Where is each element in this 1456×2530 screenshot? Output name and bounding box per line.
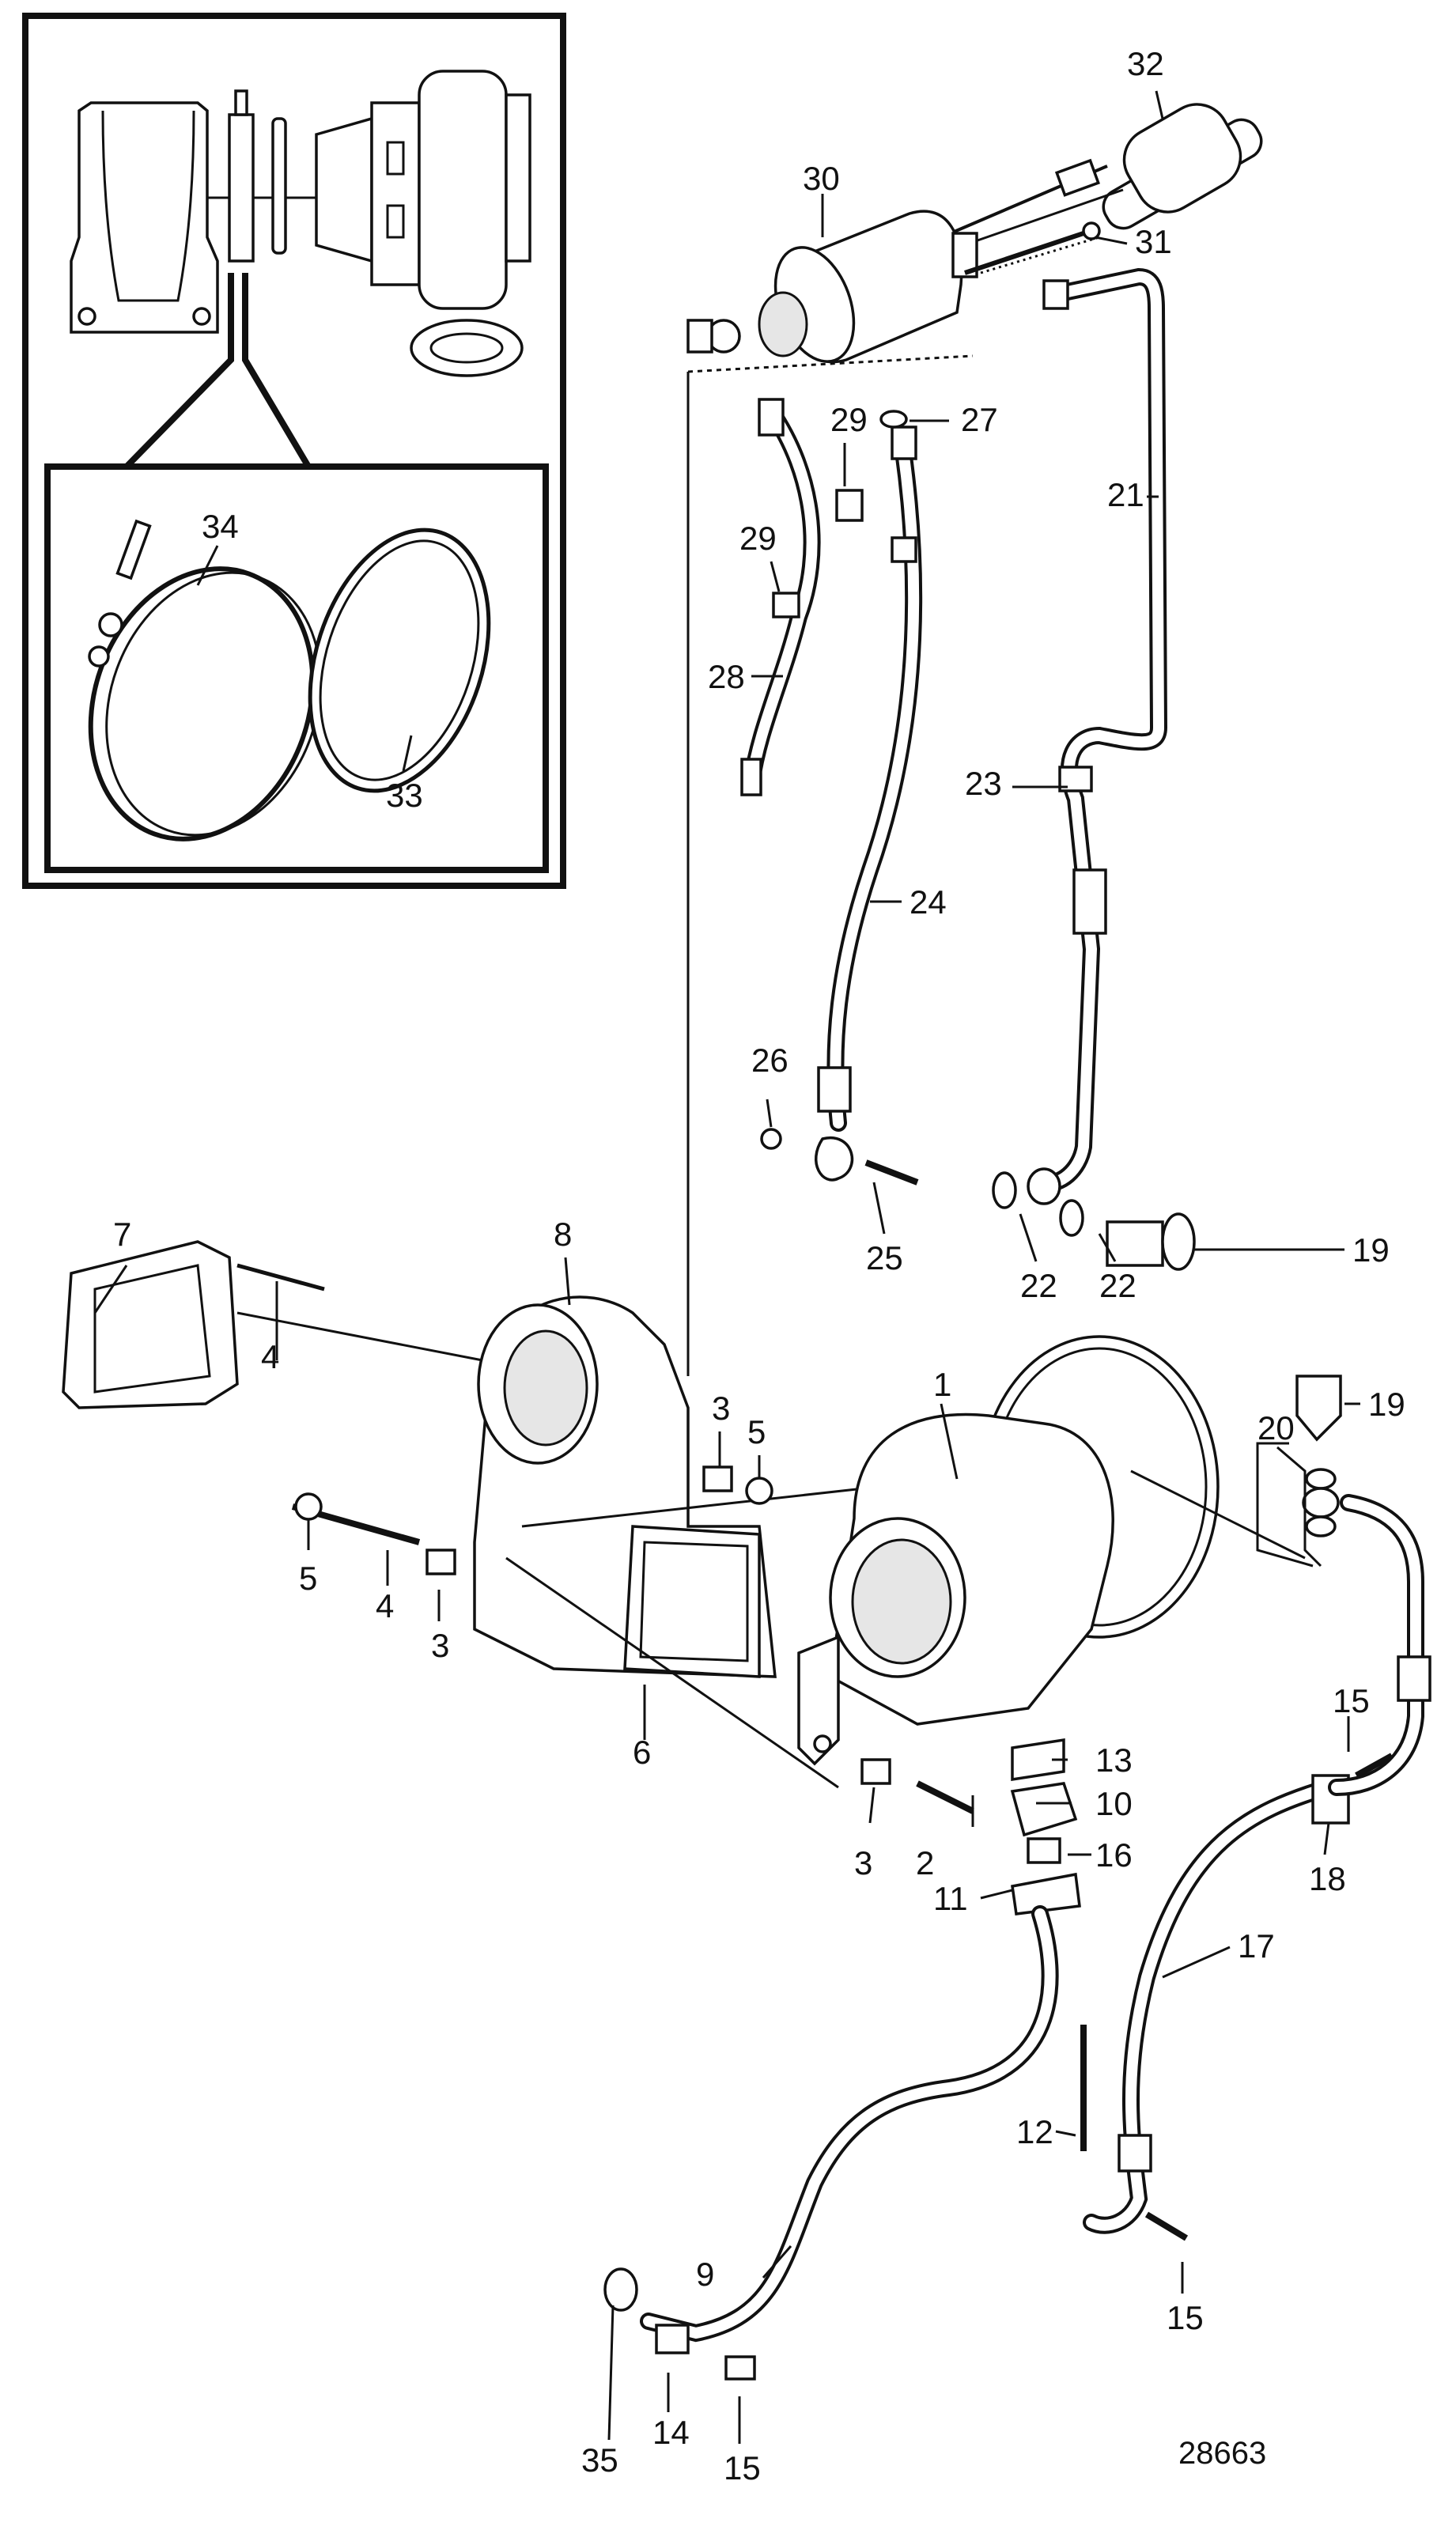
callout-label: 10 [1095, 1785, 1133, 1822]
callout-label: 11 [933, 1880, 968, 1917]
callout-label: 17 [1238, 1927, 1275, 1965]
callout-label: 15 [1167, 2299, 1204, 2336]
actuator-assembly [686, 103, 1263, 373]
callout-label: 35 [581, 2441, 618, 2479]
turbine-housing [62, 372, 1092, 1814]
turbocharger [797, 1335, 1220, 1766]
callout-label: 30 [803, 160, 840, 197]
inset-panel [22, 13, 566, 889]
callout-label: 5 [747, 1413, 766, 1450]
callout-label: 3 [431, 1627, 449, 1664]
leader-lines [93, 90, 1360, 2444]
callout-label: 6 [633, 1734, 651, 1771]
callout-label: 13 [1095, 1742, 1133, 1779]
callout-label: 3 [854, 1844, 872, 1881]
callout-label: 34 [202, 508, 239, 545]
figure-id: 28663 [1178, 2436, 1266, 2471]
callout-label: 8 [554, 1216, 572, 1253]
callout-label: 4 [261, 1338, 279, 1375]
callout-label: 27 [961, 401, 998, 438]
callout-label: 25 [866, 1239, 903, 1276]
callout-label: 18 [1309, 1860, 1346, 1897]
callout-label: 7 [113, 1216, 131, 1253]
callout-label: 19 [1368, 1386, 1405, 1423]
callout-label: 3 [712, 1390, 730, 1427]
callout-label: 5 [299, 1560, 317, 1597]
callout-label: 20 [1257, 1409, 1295, 1447]
callout-label: 32 [1127, 45, 1164, 82]
callout-label: 4 [376, 1587, 394, 1624]
callout-label: 29 [739, 520, 777, 557]
callout-label: 26 [751, 1042, 789, 1079]
callout-label: 31 [1135, 223, 1172, 260]
callout-label: 22 [1099, 1267, 1136, 1304]
callout-label: 19 [1352, 1231, 1390, 1269]
oil-lines [603, 1375, 1431, 2381]
upper-pipes [740, 267, 1196, 1271]
callout-label: 21 [1107, 476, 1144, 513]
callout-label: 24 [910, 883, 947, 921]
callout-label: 1 [933, 1366, 951, 1403]
callout-label: 2 [916, 1844, 934, 1881]
callout-label: 12 [1016, 2113, 1053, 2150]
callout-label: 22 [1020, 1267, 1057, 1304]
callout-label: 15 [724, 2449, 761, 2487]
callout-label: 16 [1095, 1836, 1133, 1874]
callout-label: 14 [652, 2414, 690, 2451]
callout-label: 29 [830, 401, 868, 438]
callout-label: 15 [1333, 1682, 1370, 1719]
callout-labels: 1 2 3 3 3 4 4 5 5 6 7 8 9 10 11 12 13 14… [113, 45, 1405, 2487]
callout-label: 28 [708, 658, 745, 695]
callout-label: 9 [696, 2256, 714, 2293]
callout-label: 33 [386, 777, 423, 814]
callout-label: 23 [965, 765, 1002, 802]
